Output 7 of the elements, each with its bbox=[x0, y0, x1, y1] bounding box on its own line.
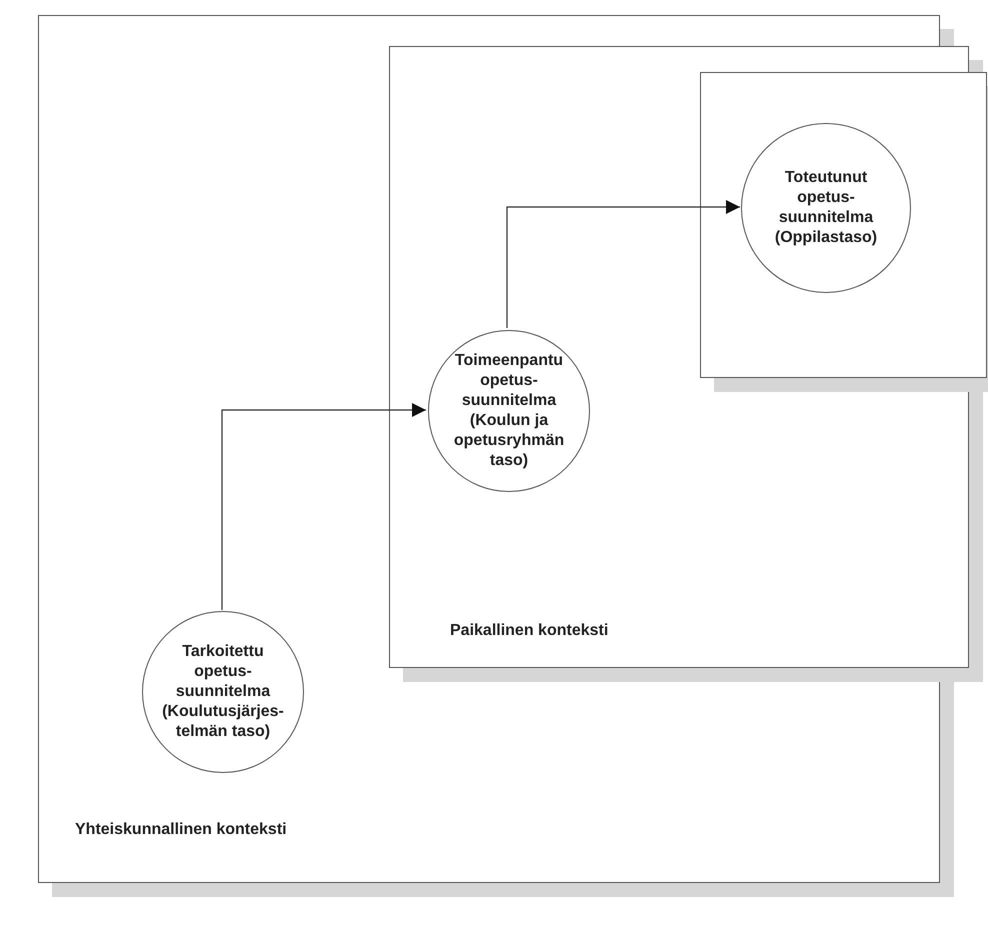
arrow bbox=[506, 200, 740, 328]
node-label: Tarkoitettu opetus- suunnitelma (Koulutusjärjes- telmän taso) bbox=[161, 642, 285, 742]
context-label: Yhteiskunnallinen konteksti bbox=[75, 820, 287, 840]
node-label: Toimeenpantu opetus- suunnitelma (Koulun ja opetusryhmän taso) bbox=[452, 351, 566, 471]
node-label: Toteutunut opetus- suunnitelma (Oppilastaso) bbox=[774, 168, 878, 248]
context-label: Paikallinen konteksti bbox=[450, 621, 608, 641]
arrow bbox=[221, 403, 426, 610]
